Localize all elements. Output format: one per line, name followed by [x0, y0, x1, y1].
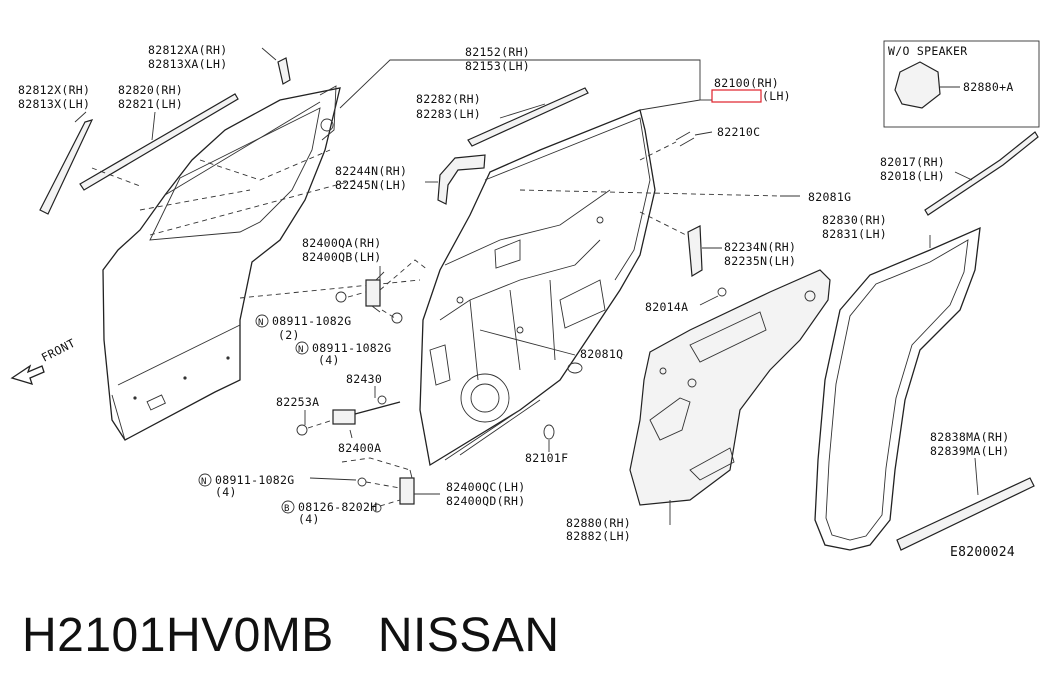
- label-82017: 82017(RH): [880, 155, 945, 169]
- label-08126: 08126-8202H: [298, 500, 377, 514]
- label-82880: 82880(RH): [566, 516, 631, 530]
- label-82081G: 82081G: [808, 190, 851, 204]
- bolt-symbol-B: [281, 500, 295, 514]
- label-wo-speaker: W/O SPEAKER: [888, 44, 967, 58]
- nut-symbol-N-letter: N: [201, 477, 207, 487]
- label-82838MA: 82838MA(RH): [930, 430, 1009, 444]
- label-82234N: 82234N(RH): [724, 240, 796, 254]
- label-82400QB: 82400QB(LH): [302, 250, 381, 264]
- label-82153: 82153(LH): [465, 59, 530, 73]
- cap-82081Q: [567, 362, 583, 374]
- nut-symbol-N-letter: N: [258, 318, 264, 328]
- label-82014A: 82014A: [645, 300, 688, 314]
- grommet-82101F: [543, 424, 555, 440]
- label-08911-c-qty: (4): [215, 485, 237, 499]
- label-82430: 82430: [346, 372, 382, 386]
- trim-82812XA: [261, 47, 291, 85]
- label-82400QC: 82400QC(LH): [446, 480, 525, 494]
- label-82812XA: 82812XA(RH): [148, 43, 227, 57]
- label-82152: 82152(RH): [465, 45, 530, 59]
- inner-door-panel: [419, 109, 656, 467]
- nut-symbol-N: [295, 341, 309, 355]
- label-08911-b-qty: (4): [318, 353, 340, 367]
- label-82821: 82821(LH): [118, 97, 183, 111]
- label-82812X: 82812X(RH): [18, 83, 90, 97]
- stopper-82234N: [639, 211, 727, 306]
- bolt-symbol-B-letter: B: [284, 504, 290, 514]
- label-82400QD: 82400QD(RH): [446, 494, 525, 508]
- nut-symbol-N: [198, 473, 212, 487]
- label-82820: 82820(RH): [118, 83, 183, 97]
- label-82831: 82831(LH): [822, 227, 887, 241]
- check-link-82430: [296, 386, 401, 439]
- footer: H2101HV0MB NISSAN: [22, 600, 560, 670]
- label-82081Q: 82081Q: [580, 347, 623, 361]
- part-number: H2101HV0MB: [22, 608, 334, 662]
- label-82245N: 82245N(LH): [335, 178, 407, 192]
- brand-name: NISSAN: [377, 608, 560, 662]
- label-82880A: 82880+A: [963, 80, 1014, 94]
- label-82830: 82830(RH): [822, 213, 887, 227]
- weatherstrip-82282: [467, 87, 589, 147]
- body-weatherstrip-82830: [814, 226, 981, 551]
- belt-moulding-82820: [79, 93, 239, 191]
- parts-diagram: 82812XA(RH) 82813XA(LH) 82812X(RH) 82813…: [10, 40, 1040, 560]
- pillar-trim-82812X: [39, 111, 94, 215]
- label-08911-a-qty: (2): [278, 328, 300, 342]
- moulding-82017: [924, 131, 1039, 216]
- label-82235N: 82235N(LH): [724, 254, 796, 268]
- label-82813X: 82813X(LH): [18, 97, 90, 111]
- drawing-code: E8200024: [950, 545, 1015, 560]
- label-82839MA: 82839MA(LH): [930, 444, 1009, 458]
- label-08911-c: 08911-1082G: [215, 473, 294, 487]
- hinge-82400QC: [309, 457, 440, 513]
- clip-82210C: [639, 131, 713, 161]
- outer-door-panel: [102, 85, 341, 441]
- hinge-82400QA: [335, 259, 429, 324]
- label-82018: 82018(LH): [880, 169, 945, 183]
- label-82101-lh: (LH): [762, 89, 791, 103]
- label-82244N: 82244N(RH): [335, 164, 407, 178]
- nut-symbol-N: [255, 314, 269, 328]
- label-08126-qty: (4): [298, 512, 320, 526]
- moulding-82838MA: [896, 477, 1035, 551]
- front-arrow: [10, 364, 45, 385]
- label-82100: 82100(RH): [714, 76, 779, 90]
- label-08911-a: 08911-1082G: [272, 314, 351, 328]
- label-82400A: 82400A: [338, 441, 381, 455]
- trim-82244N: [437, 154, 486, 205]
- label-82400QA: 82400QA(RH): [302, 236, 381, 250]
- wo-speaker-inset: [883, 40, 1040, 128]
- door-trim-panel: [629, 269, 831, 525]
- label-82101F: 82101F: [525, 451, 568, 465]
- label-82283: 82283(LH): [416, 107, 481, 121]
- label-82813XA: 82813XA(LH): [148, 57, 227, 71]
- label-82210C: 82210C: [717, 125, 760, 139]
- label-08911-b: 08911-1082G: [312, 341, 391, 355]
- highlighted-part-number-box: [711, 89, 762, 103]
- nut-symbol-N-letter: N: [298, 345, 304, 355]
- label-82882: 82882(LH): [566, 529, 631, 543]
- label-front: FRONT: [39, 336, 78, 365]
- label-82282: 82282(RH): [416, 92, 481, 106]
- label-82253A: 82253A: [276, 395, 319, 409]
